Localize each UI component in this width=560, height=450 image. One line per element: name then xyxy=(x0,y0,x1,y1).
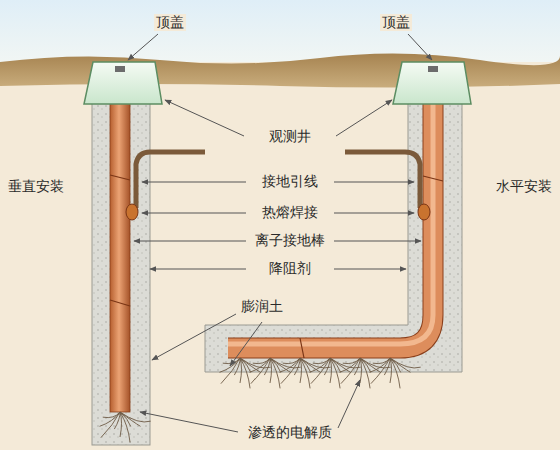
part-label: 离子接地棒 xyxy=(253,232,327,249)
ion-ground-rod xyxy=(110,70,130,412)
part-label: 顶盖 xyxy=(154,14,186,31)
cap-terminal xyxy=(428,66,438,72)
electrolyte-roots xyxy=(100,358,421,442)
part-label: 顶盖 xyxy=(380,14,412,31)
part-label: 热熔焊接 xyxy=(260,204,320,221)
thermal-weld xyxy=(126,204,138,220)
inspection-well-cover xyxy=(84,62,162,104)
ground-lead xyxy=(345,152,420,208)
ion-ground-rod xyxy=(228,70,433,348)
topsoil xyxy=(0,53,560,87)
cap-terminal xyxy=(115,66,125,72)
ground-lead xyxy=(136,152,205,208)
inspection-well-cover xyxy=(393,62,471,104)
part-label: 接地引线 xyxy=(260,173,320,190)
part-label: 降阻剂 xyxy=(267,260,313,277)
part-label: 观测井 xyxy=(267,128,313,145)
ion-ground-rod-outline xyxy=(228,70,433,348)
part-label: 垂直安装 xyxy=(6,178,66,195)
part-label: 水平安装 xyxy=(494,178,554,195)
thermal-weld xyxy=(418,204,430,220)
sky xyxy=(0,0,560,62)
rod-joint xyxy=(110,175,130,306)
rod-highlight xyxy=(228,70,433,344)
part-label: 渗透的电解质 xyxy=(246,424,334,441)
leader-lines xyxy=(128,34,432,432)
part-label: 膨润土 xyxy=(239,298,285,315)
